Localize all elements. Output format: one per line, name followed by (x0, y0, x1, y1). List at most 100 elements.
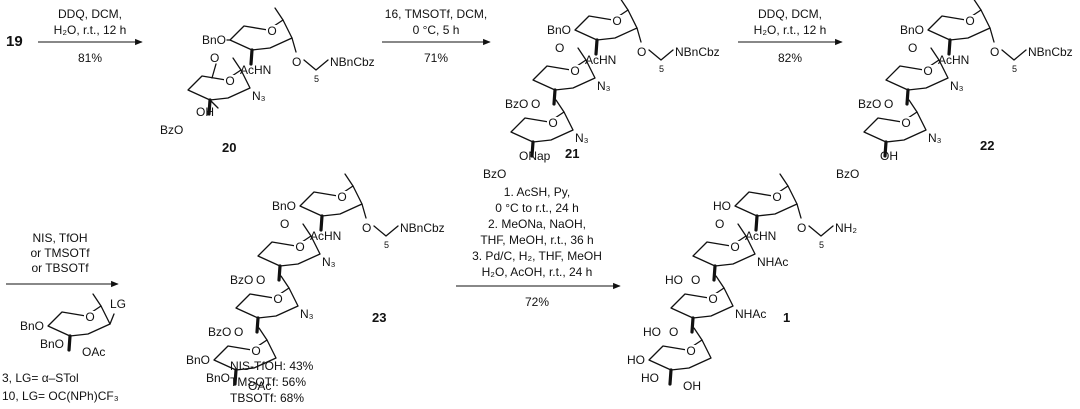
reaction-step-5: 1. AcSH, Py, 0 °C to r.t., 24 h 2. MeONa… (456, 185, 621, 309)
ring-oxygen: O (85, 310, 94, 324)
lg-label: LG (110, 297, 126, 311)
step5-line1: 1. AcSH, Py, (504, 185, 570, 199)
n3-label: N₃ (950, 79, 964, 93)
ring-oxygen: O (708, 292, 717, 306)
ring-oxygen: O (772, 190, 781, 204)
compound-label-21: 21 (565, 146, 579, 161)
glycosyl-donor: O LG BnO BnO OAc (20, 292, 126, 359)
compound-20: O BnO AcHN O 5 NBnCbz O O N₃ OH BzO 20 (160, 6, 375, 155)
step5-line5: 3. Pd/C, H₂, THF, MeOH (472, 249, 602, 263)
step2-line2: 0 °C, 5 h (413, 23, 460, 37)
chain-sub5: 5 (384, 240, 389, 250)
compound-22: O BnO AcHN O 5 NBnCbz O O N₃ BzO O O N₃ … (836, 0, 1073, 181)
ring-oxygen: O (730, 240, 739, 254)
step4-line1: NIS, TfOH (32, 231, 87, 245)
linking-o: O (691, 273, 700, 287)
anomeric-o-label: O (797, 221, 806, 235)
donor-legend-10: 10, LG= OC(NPh)CF₃ (2, 389, 119, 403)
reaction-step-2: 16, TMSOTf, DCM, 0 °C, 5 h 71% (382, 7, 491, 65)
ring-oxygen: O (225, 74, 234, 88)
linking-o: O (669, 325, 678, 339)
step5-yield: 72% (525, 295, 549, 309)
compound-21: O BnO AcHN O 5 NBnCbz O O N₃ BzO O O N₃ … (483, 0, 720, 181)
ring-oxygen: O (612, 14, 621, 28)
bno-label: BnO (900, 23, 924, 37)
chain-sub5: 5 (314, 74, 319, 84)
chain-sub5: 5 (819, 240, 824, 250)
reaction-step-4: NIS, TfOH or TMSOTf or TBSOTf (6, 231, 119, 288)
linking-o: O (715, 217, 724, 231)
n3-label: N₃ (300, 307, 314, 321)
linking-o: O (210, 51, 219, 65)
step2-line1: 16, TMSOTf, DCM, (385, 7, 487, 21)
bzo-label: BzO (208, 325, 231, 339)
nbncbz-label: NBnCbz (400, 221, 445, 235)
bzo-label: BzO (483, 167, 506, 181)
achn-label: AcHN (585, 53, 616, 67)
chain-sub5: 5 (1012, 64, 1017, 74)
n3-label: N₃ (252, 89, 266, 103)
ring-oxygen: O (548, 116, 557, 130)
step5-line2: 0 °C to r.t., 24 h (495, 201, 579, 215)
oh-label: OH (683, 379, 701, 393)
bno-label: BnO (272, 199, 296, 213)
step5-line3: 2. MeONa, NaOH, (488, 217, 586, 231)
step5-line4: THF, MeOH, r.t., 36 h (480, 233, 593, 247)
nhac-label: NHAc (757, 255, 788, 269)
ring-oxygen: O (901, 116, 910, 130)
nbncbz-label: NBnCbz (1028, 45, 1073, 59)
step1-line2: H₂O, r.t., 12 h (54, 23, 127, 37)
linking-o: O (531, 97, 540, 111)
chain-sub5: 5 (659, 64, 664, 74)
bzo-label: BzO (230, 273, 253, 287)
achn-label: AcHN (310, 229, 341, 243)
ring-oxygen: O (337, 190, 346, 204)
oac-label: OAc (248, 379, 271, 393)
yield-nis-tfoh: NIS-TfOH: 43% (230, 359, 314, 373)
ho-label: HO (641, 371, 659, 385)
compound-label-20: 20 (222, 140, 236, 155)
oac-label: OAc (82, 345, 105, 359)
nh2-label: NH₂ (835, 221, 857, 235)
compound-label-19: 19 (6, 33, 23, 50)
linking-o: O (884, 97, 893, 111)
n3-label: N₃ (597, 79, 611, 93)
step5-line6: H₂O, AcOH, r.t., 24 h (482, 265, 593, 279)
ho-label: HO (713, 199, 731, 213)
bno-label: BnO (186, 353, 210, 367)
ho-label: HO (665, 273, 683, 287)
anomeric-o-label: O (990, 45, 999, 59)
step1-yield: 81% (78, 51, 102, 65)
bno-label: BnO (206, 371, 230, 385)
achn-label: AcHN (745, 229, 776, 243)
nbncbz-label: NBnCbz (330, 55, 375, 69)
n3-label: N₃ (322, 255, 336, 269)
compound-label-23: 23 (372, 310, 386, 325)
nhac-label: NHAc (735, 307, 766, 321)
bzo-label: BzO (858, 97, 881, 111)
ring-oxygen: O (273, 292, 282, 306)
ring-oxygen: O (570, 64, 579, 78)
donor-legend-3: 3, LG= α–STol (2, 371, 79, 385)
step4-line2: or TMSOTf (30, 246, 90, 260)
bzo-label: BzO (160, 123, 183, 137)
linking-o: O (280, 217, 289, 231)
linking-o: O (908, 41, 917, 55)
ho-label: HO (627, 353, 645, 367)
step1-line1: DDQ, DCM, (58, 7, 122, 21)
linking-o: O (256, 273, 265, 287)
step3-line2: H₂O, r.t., 12 h (754, 23, 827, 37)
compound-1: O HO AcHN O 5 NH₂ O O NHAc HO O O NHAc H… (627, 172, 857, 393)
ring-oxygen: O (965, 14, 974, 28)
step2-yield: 71% (424, 51, 448, 65)
linking-o: O (234, 325, 243, 339)
step4-line3: or TBSOTf (31, 261, 89, 275)
ring-oxygen: O (251, 344, 260, 358)
reaction-step-1: DDQ, DCM, H₂O, r.t., 12 h 81% (38, 7, 143, 65)
anomeric-o-label: O (637, 45, 646, 59)
step3-yield: 82% (778, 51, 802, 65)
oh-label: OH (196, 105, 214, 119)
bno-label: BnO (40, 337, 64, 351)
anomeric-o-label: O (362, 221, 371, 235)
